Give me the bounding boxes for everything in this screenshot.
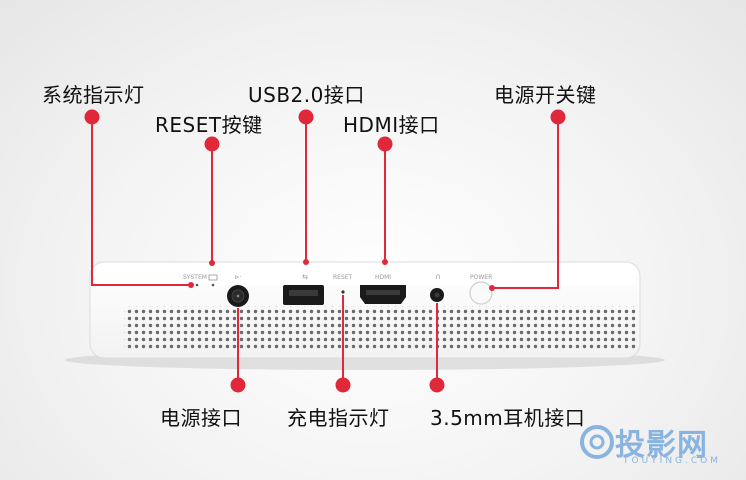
watermark: 投影网 TOUYING.COM — [575, 418, 735, 474]
label-usb-port: USB2.0接口 — [248, 83, 365, 107]
system-led-1 — [195, 283, 199, 287]
label-power-key: 电源开关键 — [494, 83, 597, 107]
device-top-edge — [95, 266, 635, 286]
charge-led — [341, 290, 345, 294]
dot-reset-end — [209, 260, 215, 266]
line-power-key — [492, 117, 559, 289]
dot-hdmi-end — [382, 259, 388, 265]
dot-usb-end — [303, 259, 309, 265]
label-charge-indicator: 充电指示灯 — [287, 406, 390, 430]
panel-label-hdmi: HDMI — [375, 274, 391, 281]
power-button — [469, 281, 493, 305]
panel-label-power: POWER — [470, 274, 492, 281]
dot-usb — [298, 109, 314, 125]
watermark-name: 投影网 — [615, 428, 708, 463]
dot-power-port — [230, 377, 246, 393]
usb-icon: ⇆ — [302, 273, 308, 281]
speaker-grille — [124, 306, 638, 350]
label-power-port: 电源接口 — [160, 406, 242, 430]
dot-system-end — [188, 282, 194, 288]
dot-audio — [429, 377, 445, 393]
headphone-icon: ∩ — [435, 272, 441, 281]
line-system — [91, 117, 191, 286]
callout-dots — [84, 109, 566, 393]
label-system-indicator: 系统指示灯 — [42, 83, 145, 107]
dot-power-key — [550, 109, 566, 125]
battery-icon — [208, 274, 218, 281]
dot-system — [84, 109, 100, 125]
watermark-sub: TOUYING.COM — [623, 456, 722, 466]
label-audio-port: 3.5mm耳机接口 — [430, 406, 586, 430]
dc-icon: ⊳· — [235, 274, 242, 281]
label-hdmi-port: HDMI接口 — [343, 113, 440, 137]
watermark-logo-icon — [580, 425, 614, 459]
callout-lines — [91, 117, 559, 385]
dot-hdmi — [377, 136, 393, 152]
dot-power-key-end — [489, 285, 495, 291]
dot-reset — [204, 136, 220, 152]
panel-label-reset: RESET — [333, 274, 353, 281]
panel-label-system: SYSTEM — [183, 274, 207, 281]
system-led-2 — [211, 283, 215, 287]
dot-charge — [335, 377, 351, 393]
label-reset-button: RESET按键 — [155, 113, 263, 137]
